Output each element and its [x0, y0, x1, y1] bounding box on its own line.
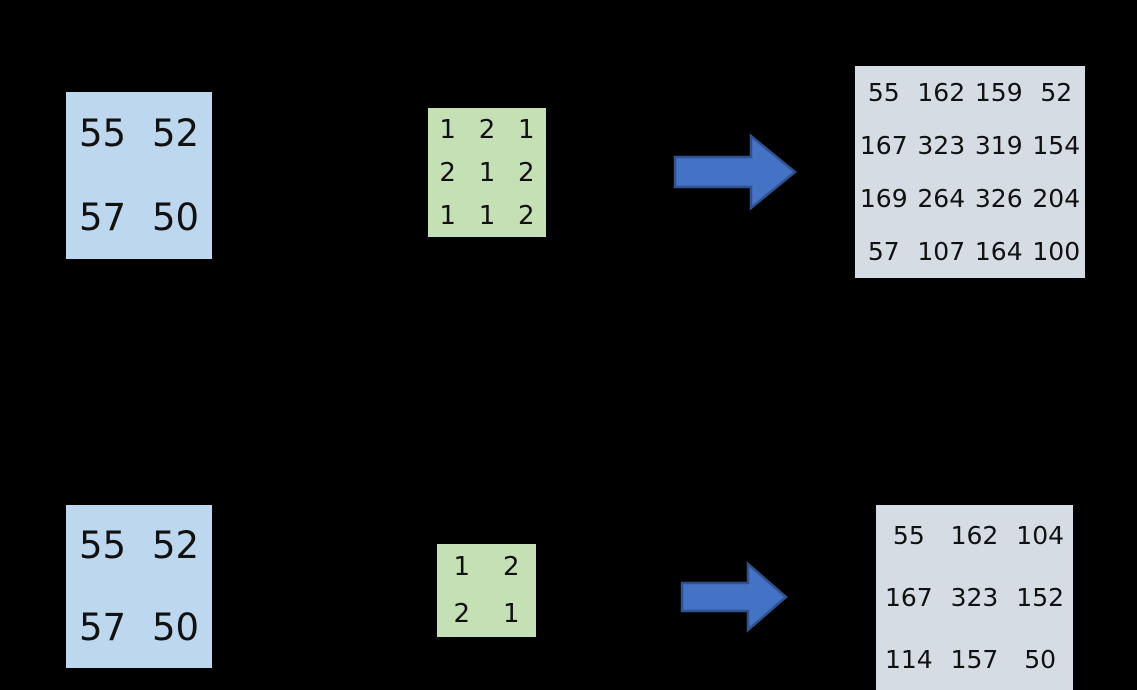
matrix-cell: 50 [151, 195, 200, 239]
matrix-cell: 52 [1040, 78, 1073, 107]
matrix-cell: 157 [950, 644, 999, 674]
arrow-right-icon [673, 133, 797, 211]
matrix-cell: 169 [859, 184, 908, 213]
matrix-cell: 162 [917, 78, 966, 107]
matrix-cell: 2 [439, 157, 456, 188]
matrix-cell: 2 [502, 552, 520, 583]
kernel-matrix-bottom: 1 2 2 1 [437, 544, 536, 637]
matrix-cell: 167 [884, 582, 933, 612]
matrix-cell: 167 [859, 131, 908, 160]
matrix-cell: 1 [478, 157, 496, 188]
matrix-cell: 1 [518, 114, 535, 145]
matrix-cell: 323 [950, 582, 999, 612]
matrix-cell: 57 [78, 195, 127, 239]
matrix-cell: 57 [78, 605, 127, 649]
output-matrix-top: 55 162 159 52 167 323 319 154 169 264 32… [855, 66, 1085, 278]
matrix-cell: 2 [478, 114, 496, 145]
matrix-cell: 2 [453, 598, 471, 629]
kernel-matrix-top: 1 2 1 2 1 2 1 1 2 [428, 108, 546, 237]
matrix-cell: 55 [867, 78, 900, 107]
matrix-cell: 104 [1016, 521, 1065, 551]
matrix-cell: 1 [478, 200, 496, 231]
matrix-cell: 204 [1032, 184, 1081, 213]
matrix-cell: 152 [1016, 582, 1065, 612]
matrix-cell: 50 [1024, 644, 1057, 674]
matrix-cell: 2 [518, 200, 535, 231]
output-matrix-bottom: 55 162 104 167 323 152 114 157 50 [876, 505, 1073, 690]
matrix-cell: 1 [439, 200, 456, 231]
matrix-cell: 50 [151, 605, 200, 649]
arrow-right-icon [680, 561, 788, 633]
matrix-cell: 52 [151, 524, 200, 568]
matrix-cell: 323 [917, 131, 966, 160]
matrix-cell: 57 [867, 237, 900, 266]
matrix-cell: 107 [917, 237, 966, 266]
input-matrix-bottom: 55 52 57 50 [66, 505, 212, 668]
matrix-cell: 326 [974, 184, 1023, 213]
matrix-cell: 55 [78, 524, 127, 568]
matrix-cell: 1 [502, 598, 520, 629]
matrix-cell: 319 [974, 131, 1023, 160]
input-matrix-top: 55 52 57 50 [66, 92, 212, 259]
matrix-cell: 55 [892, 521, 925, 551]
matrix-cell: 264 [917, 184, 966, 213]
matrix-cell: 162 [950, 521, 999, 551]
matrix-cell: 164 [974, 237, 1023, 266]
matrix-cell: 1 [439, 114, 456, 145]
matrix-cell: 154 [1032, 131, 1081, 160]
matrix-cell: 52 [151, 112, 200, 156]
matrix-cell: 55 [78, 112, 127, 156]
matrix-cell: 1 [453, 552, 471, 583]
matrix-cell: 159 [974, 78, 1023, 107]
matrix-cell: 100 [1032, 237, 1081, 266]
matrix-cell: 2 [518, 157, 535, 188]
matrix-cell: 114 [884, 644, 933, 674]
